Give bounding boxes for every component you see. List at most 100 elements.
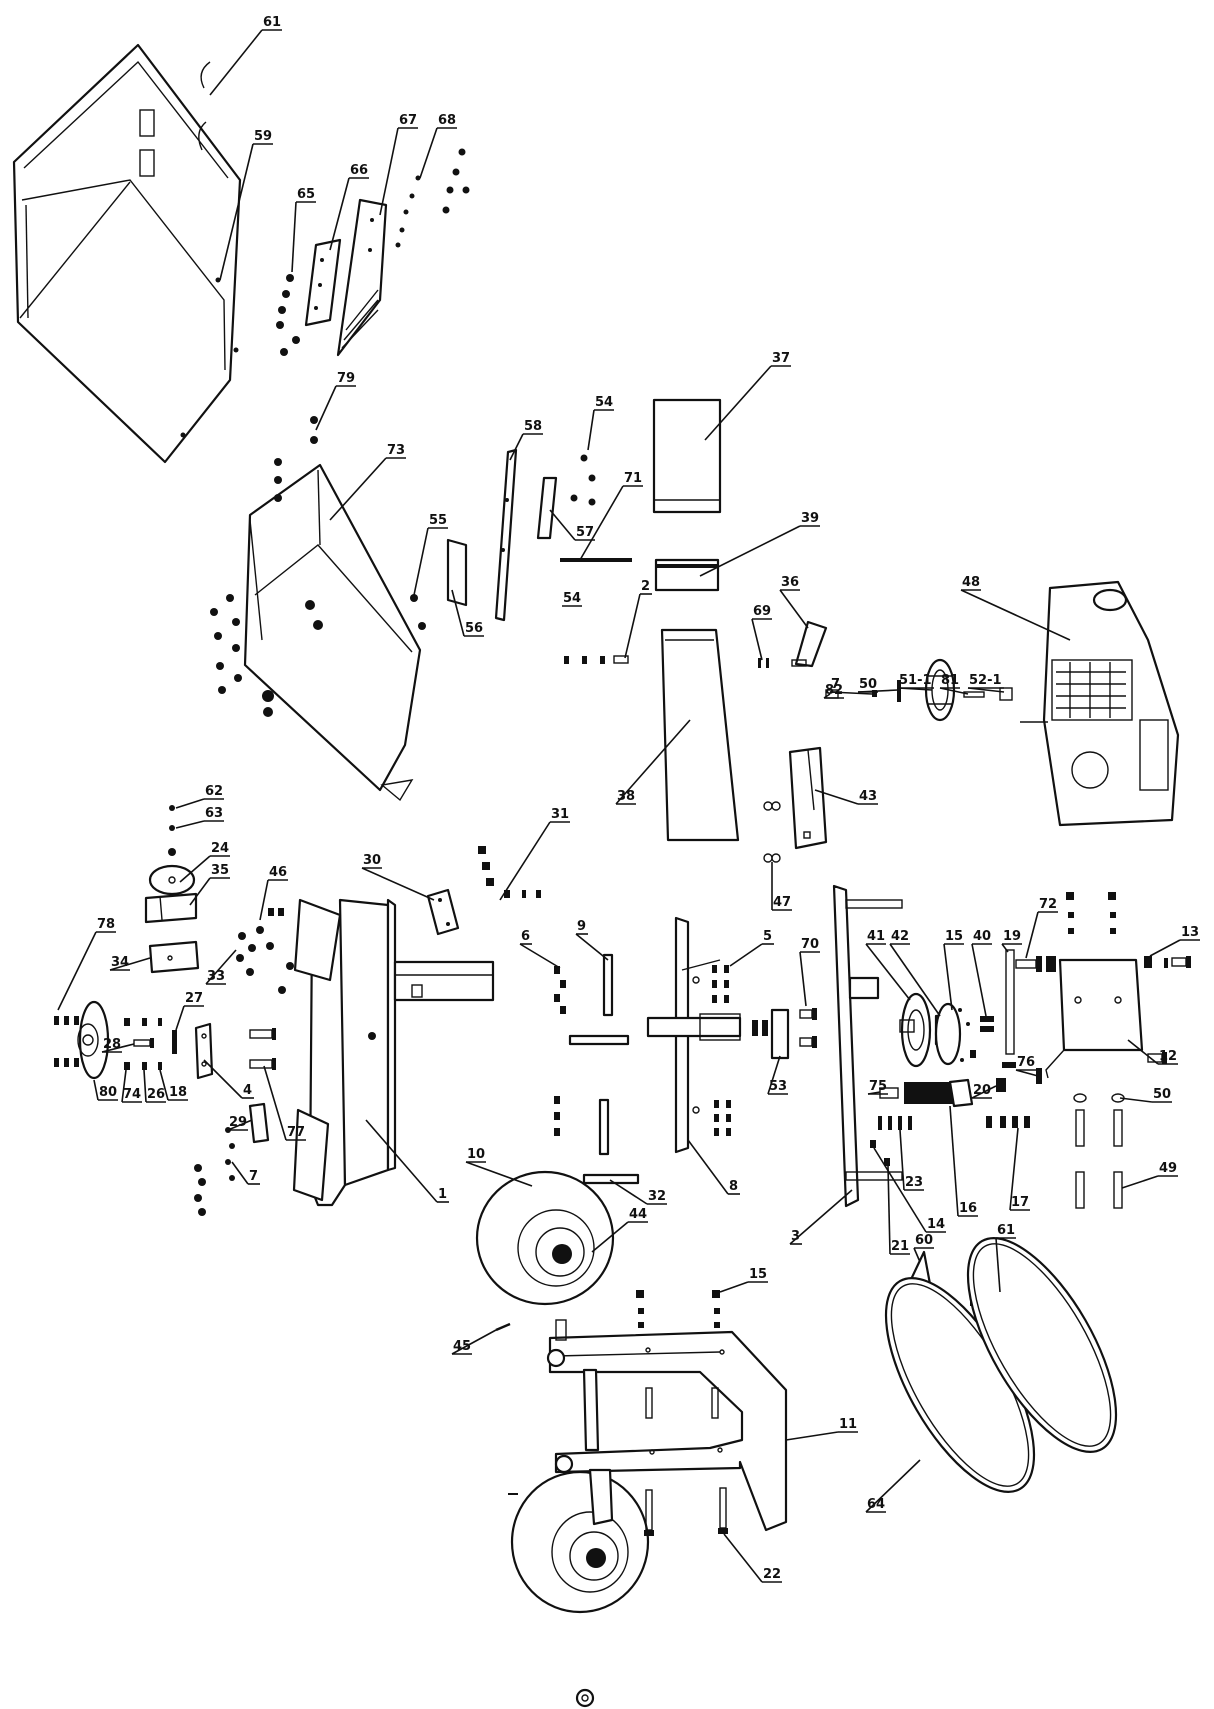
part-number-label: 67	[399, 113, 417, 128]
part-blade-32	[582, 1098, 640, 1185]
part-bolts-2	[564, 655, 629, 664]
part-number-label: 10	[467, 1147, 485, 1162]
part-spacer-74	[124, 1018, 130, 1070]
leader-line-67	[379, 127, 399, 216]
part-blade-9	[568, 953, 630, 1046]
part-nuts-7b	[194, 1127, 235, 1216]
part-key-81	[963, 691, 985, 698]
part-pin-45	[495, 1322, 511, 1332]
leader-line-13	[1149, 939, 1181, 957]
part-number-label: 44	[629, 1207, 647, 1222]
part-chute-73	[243, 463, 422, 802]
part-number-label: 34	[111, 955, 129, 970]
part-discharge-tube-38	[660, 628, 740, 842]
leader-line-15	[719, 1281, 749, 1293]
leader-line-29	[227, 1119, 253, 1131]
part-guard-43	[788, 746, 828, 850]
part-number-label: 12	[1159, 1049, 1177, 1064]
part-number-label: 49	[1159, 1161, 1177, 1176]
part-number-label: 50	[859, 677, 877, 692]
part-bolts-31	[478, 846, 541, 898]
leader-line-23	[899, 1129, 905, 1191]
part-number-label: 52-1	[969, 673, 1002, 688]
leader-line-77	[263, 1065, 287, 1141]
part-bracket-16	[986, 1116, 1006, 1128]
part-number-label: 26	[147, 1087, 165, 1102]
part-number-label: 54	[563, 591, 581, 606]
part-number-label: 61	[997, 1223, 1015, 1238]
part-key-7a	[872, 690, 877, 697]
part-bolts-78	[54, 1016, 79, 1067]
part-bushing-27	[172, 1030, 177, 1054]
part-number-label: 6	[521, 929, 530, 944]
leader-line-70	[799, 951, 807, 1007]
part-number-label: 22	[763, 1567, 781, 1582]
part-number-label: 56	[465, 621, 483, 636]
part-number-label: 1	[438, 1187, 447, 1202]
leader-line-42	[889, 943, 941, 1017]
leader-line-31	[499, 821, 551, 901]
part-number-label: 45	[453, 1339, 471, 1354]
leader-line-80	[93, 1079, 99, 1101]
part-number-label: 53	[769, 1079, 787, 1094]
leader-line-35	[189, 877, 211, 906]
part-number-label: 39	[801, 511, 819, 526]
part-number-label: 63	[205, 806, 223, 821]
part-number-label: 17	[1011, 1195, 1029, 1210]
part-block-52-1	[999, 687, 1013, 701]
leader-line-59	[219, 143, 254, 281]
part-number-label: 32	[648, 1189, 666, 1204]
part-pulley-41	[900, 992, 932, 1068]
leader-line-79	[315, 385, 337, 431]
part-number-label: 72	[1039, 897, 1057, 912]
part-bolt-76	[1036, 1068, 1042, 1084]
part-number-label: 37	[772, 351, 790, 366]
leader-line-8	[687, 1139, 729, 1195]
part-washers-50b	[1073, 1093, 1125, 1103]
leader-line-69	[751, 618, 763, 661]
part-number-label: 15	[945, 929, 963, 944]
part-number-label: 33	[207, 969, 225, 984]
leader-line-4	[203, 1059, 243, 1099]
part-number-label: 58	[524, 419, 542, 434]
part-bracket-36	[791, 620, 828, 668]
part-spring-75	[879, 1078, 974, 1108]
part-bolts-49	[1075, 1109, 1123, 1209]
leader-line-41	[865, 943, 911, 1001]
part-nuts-33	[236, 932, 256, 976]
leader-line-24	[179, 855, 211, 883]
leader-line-63	[175, 820, 205, 829]
leader-line-2	[624, 593, 641, 659]
part-number-label: 73	[387, 443, 405, 458]
part-number-label: 41	[867, 929, 885, 944]
part-number-label: 29	[229, 1115, 247, 1130]
part-bolts-77	[249, 1028, 276, 1070]
part-number-label: 20	[973, 1083, 991, 1098]
part-number-label: 8	[729, 1179, 738, 1194]
leader-line-30	[361, 867, 435, 901]
leader-line-5	[729, 943, 763, 967]
leader-line-39	[699, 525, 801, 577]
leader-line-74	[121, 1069, 127, 1103]
leader-line-46	[259, 879, 269, 921]
leader-line-73	[329, 457, 387, 521]
leader-line-28	[101, 1043, 135, 1053]
part-wheel-44-lower	[510, 1470, 650, 1614]
part-number-label: 78	[97, 917, 115, 932]
part-number-label: 76	[1017, 1055, 1035, 1070]
leader-line-61	[995, 1237, 1001, 1293]
leader-line-33	[205, 949, 237, 985]
part-number-label: 71	[624, 471, 642, 486]
part-number-label: 15	[749, 1267, 767, 1282]
part-number-label: 18	[169, 1085, 187, 1100]
part-bolts-upper-right	[1046, 892, 1116, 972]
part-wheel-44-upper	[475, 1170, 615, 1306]
part-nuts-54	[570, 454, 596, 506]
part-pins-69	[758, 658, 769, 668]
leader-line-11	[785, 1431, 839, 1441]
part-rotor-8	[646, 916, 742, 1154]
part-number-label: 82	[825, 683, 843, 698]
part-number-label: 24	[211, 841, 229, 856]
part-bolts-15b	[636, 1290, 720, 1419]
part-nut-24	[148, 848, 196, 896]
